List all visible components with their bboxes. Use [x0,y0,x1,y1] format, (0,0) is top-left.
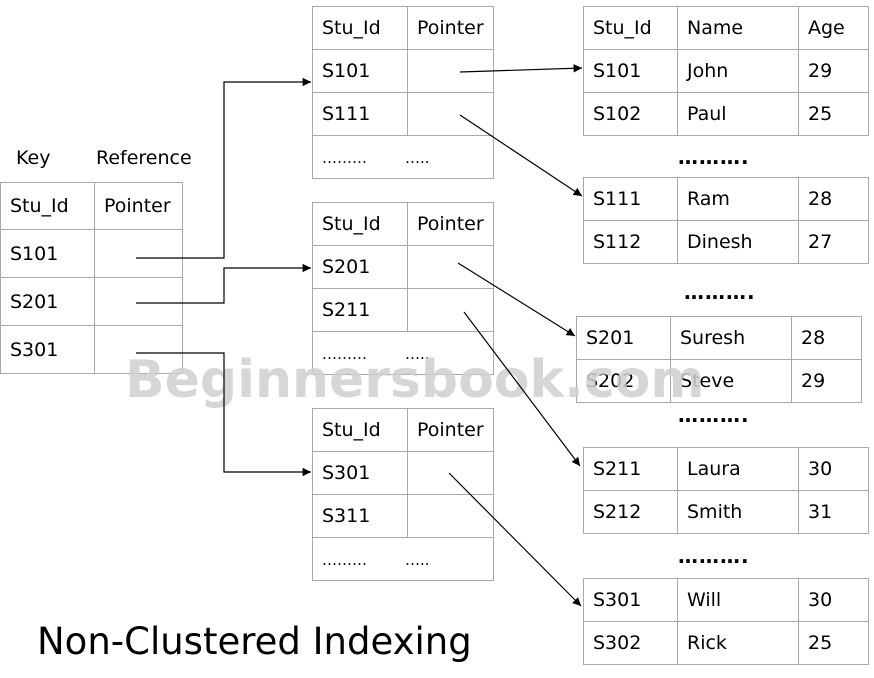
arrow-inner-s211 [463,311,581,467]
data-table-block-1: Stu_Id Name Age S101 John 29 S102 Paul 2… [583,6,869,136]
data-name: Laura [677,447,799,491]
inner-index-ellipsis-row: ……… ….. [312,135,494,179]
ellipsis-key: ……… [322,149,367,167]
outer-index-key: S201 [0,277,95,326]
arrow-inner-s201 [457,262,576,337]
inner-index-header-row: Stu_Id Pointer [312,6,494,50]
ellipsis-pointer: ….. [405,345,430,363]
outer-index-row: S301 [0,325,183,374]
data-age: 28 [791,316,862,360]
outer-index-row: S101 [0,229,183,278]
data-stu-id: S302 [583,621,678,665]
data-row: S301 Will 30 [583,578,869,622]
inner-index-key: S311 [312,494,408,538]
data-row: S211 Laura 30 [583,447,869,491]
data-row: S302 Rick 25 [583,621,869,665]
inner-index-table-2: Stu_Id Pointer S201 S211 ………….. [312,202,494,375]
gap-dots: ………. [678,145,750,169]
data-row: S201 Suresh 28 [576,316,862,360]
data-age: 31 [798,490,869,534]
data-stu-id: S201 [576,316,671,360]
diagram-title: Non-Clustered Indexing [37,620,472,663]
gap-dots: ………. [678,544,750,568]
data-name: Paul [677,92,799,136]
outer-index-key: S101 [0,229,95,278]
gap-dots: ………. [684,280,756,304]
data-name: Rick [677,621,799,665]
data-age: 28 [798,177,869,221]
ellipsis-key: ……… [322,551,367,569]
data-header-row: Stu_Id Name Age [583,6,869,50]
inner-index-key: S301 [312,451,408,495]
data-age: 29 [798,49,869,93]
inner-index-pointer [407,494,494,538]
outer-index-row: S201 [0,277,183,326]
inner-index-row: S201 [312,245,494,289]
data-age: 29 [791,359,862,403]
data-name: Dinesh [677,220,799,264]
data-name: Smith [677,490,799,534]
inner-index-key: S101 [312,49,408,93]
data-name: Will [677,578,799,622]
inner-index-table-3: Stu_Id Pointer S301 S311 ………….. [312,408,494,581]
inner-index-pointer [407,245,494,289]
data-stu-id: S111 [583,177,678,221]
arrow-outer-s301 [136,352,311,477]
inner-index-ellipsis-row: ……… ….. [312,537,494,581]
data-stu-id: S301 [583,578,678,622]
gap-dots: ………. [678,403,750,427]
data-stu-id: S202 [576,359,671,403]
inner-index-header-stu-id: Stu_Id [312,408,408,452]
data-row: S112 Dinesh 27 [583,220,869,264]
data-stu-id: S211 [583,447,678,491]
arrow-outer-s201 [136,263,311,304]
data-table-block-4: S211 Laura 30 S212 Smith 31 [583,447,869,534]
arrow-outer-s101 [136,77,311,259]
data-row: S111 Ram 28 [583,177,869,221]
data-stu-id: S112 [583,220,678,264]
data-name: Steve [670,359,792,403]
data-name: Ram [677,177,799,221]
inner-index-row: S211 [312,288,494,332]
ellipsis-pointer: ….. [405,149,430,167]
inner-index-key: S111 [312,92,408,136]
watermark: Beginnersbook.com [125,350,705,410]
arrow-inner-s101 [459,64,583,73]
data-stu-id: S101 [583,49,678,93]
outer-index-pointer [94,229,183,278]
data-row: S202 Steve 29 [576,359,862,403]
inner-index-row: S301 [312,451,494,495]
arrow-inner-s301 [448,472,582,607]
reference-label: Reference [96,147,192,169]
outer-index-pointer [94,325,183,374]
inner-index-key: S201 [312,245,408,289]
inner-index-row: S111 [312,92,494,136]
data-age: 30 [798,447,869,491]
data-age: 25 [798,621,869,665]
data-stu-id: S212 [583,490,678,534]
ellipsis-key: ……… [322,345,367,363]
data-row: S212 Smith 31 [583,490,869,534]
inner-index-header-pointer: Pointer [407,6,494,50]
outer-index-table: Stu_Id Pointer S101 S201 S301 [0,182,183,374]
data-table-block-2: S111 Ram 28 S112 Dinesh 27 [583,177,869,264]
inner-index-row: S311 [312,494,494,538]
arrow-inner-s111 [459,114,583,197]
outer-index-key: S301 [0,325,95,374]
ellipsis-pointer: ….. [405,551,430,569]
data-table-block-3: S201 Suresh 28 S202 Steve 29 [576,316,862,403]
key-label: Key [16,147,51,169]
outer-index-header-row: Stu_Id Pointer [0,182,183,230]
data-table-block-5: S301 Will 30 S302 Rick 25 [583,578,869,665]
data-row: S102 Paul 25 [583,92,869,136]
outer-index-header-stu-id: Stu_Id [0,182,95,230]
inner-index-header-pointer: Pointer [407,202,494,246]
data-age: 27 [798,220,869,264]
data-stu-id: S102 [583,92,678,136]
data-row: S101 John 29 [583,49,869,93]
data-age: 25 [798,92,869,136]
inner-index-ellipsis-row: ……… ….. [312,331,494,375]
